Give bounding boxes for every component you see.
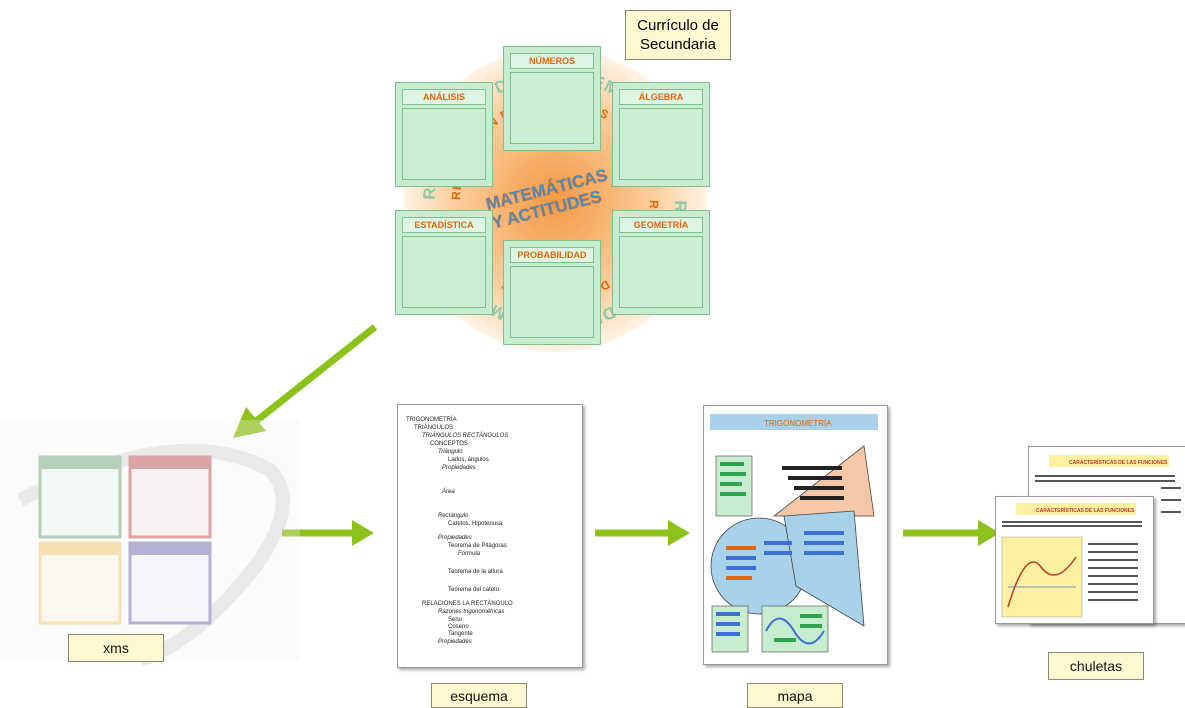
outline-item: Triángulo — [438, 449, 463, 455]
subject-card-probabilidad: PROBABILIDAD — [503, 240, 601, 345]
esquema-document: TRIGONOMETRÍA TRIÁNGULOS TRIÁNGULOS RECT… — [397, 404, 583, 668]
subject-label: GEOMETRÍA — [619, 217, 703, 233]
subject-card-algebra: ÁLGEBRA — [612, 82, 710, 187]
subject-label: ANÁLISIS — [402, 89, 486, 105]
subject-label: ÁLGEBRA — [619, 89, 703, 105]
subject-label: NÚMEROS — [510, 53, 594, 69]
mapa-illustration: TRIGONOMETRÍA — [710, 414, 878, 653]
outline-item: Rectángulo — [438, 513, 469, 519]
label-xms: xms — [68, 634, 164, 662]
title-line1: Currículo de — [637, 17, 719, 34]
outline-item: TRIÁNGULOS RECTÁNGULOS — [422, 433, 509, 439]
subject-label: ESTADÍSTICA — [402, 217, 486, 233]
outline-item: Fórmula — [458, 551, 481, 557]
outline-item: RELACIONES LA RECTÁNGULO — [422, 601, 513, 607]
subject-card-body — [619, 108, 703, 180]
outline-item: Teorema del cateto — [448, 587, 500, 593]
subject-label: PROBABILIDAD — [510, 247, 594, 263]
subject-card-analisis: ANÁLISIS — [395, 82, 493, 187]
arrow-down-left — [233, 324, 378, 438]
outline-item: CONCEPTOS — [430, 441, 468, 447]
outline-item: Propiedades — [438, 535, 472, 541]
label-esquema: esquema — [431, 683, 527, 708]
outline-item: Lados, ángulos — [448, 457, 489, 463]
arrow-esquema-to-mapa — [595, 520, 690, 546]
subject-card-body — [510, 72, 594, 144]
outline-item: Teorema de Pitágoras — [448, 543, 507, 549]
outline-item: Propiedades — [438, 639, 472, 645]
chuleta-front-illustration: CARACTERÍSTICAS DE LAS FUNCIONES — [1001, 503, 1142, 618]
outline-item: TRIGONOMETRÍA — [406, 417, 457, 423]
subject-card-body — [402, 236, 486, 308]
chuleta-front-title: CARACTERÍSTICAS DE LAS FUNCIONES — [1036, 506, 1135, 514]
outline-item: Razones trigonométricas — [438, 609, 505, 615]
title-line2: Secundaria — [640, 36, 716, 53]
outline-item: Propiedades — [442, 465, 476, 471]
xms-graphic — [0, 420, 300, 667]
curriculum-title-box: Currículo de Secundaria — [625, 10, 731, 60]
arrow-xms-to-esquema — [282, 520, 374, 546]
outline-item: Coseno — [448, 624, 469, 630]
outline-item: Teorema de la altura — [448, 569, 503, 575]
mapa-document: TRIGONOMETRÍA — [703, 405, 888, 665]
outline-item: Catetos, Hipotenusa — [448, 521, 503, 527]
outline-item: TRIÁNGULOS — [414, 425, 454, 431]
chuleta-front-page: CARACTERÍSTICAS DE LAS FUNCIONES — [995, 496, 1154, 624]
subject-card-body — [402, 108, 486, 180]
subject-card-body — [619, 236, 703, 308]
chuleta-back-title: CARACTERÍSTICAS DE LAS FUNCIONES — [1069, 458, 1168, 466]
label-chuletas: chuletas — [1048, 652, 1144, 680]
subject-card-numeros: NÚMEROS — [503, 46, 601, 151]
outline-item: Seno — [448, 617, 463, 623]
subject-card-geometria: GEOMETRÍA — [612, 210, 710, 315]
label-mapa: mapa — [747, 683, 843, 708]
outline-item: Área — [442, 489, 455, 495]
map-title: TRIGONOMETRÍA — [764, 419, 832, 428]
outline-item: Tangente — [448, 631, 473, 637]
chuleta-back-illustration: CARACTERÍSTICAS DE LAS FUNCIONES — [1035, 455, 1181, 513]
arrow-mapa-to-chuletas — [903, 520, 1000, 546]
subject-card-body — [510, 266, 594, 338]
subject-card-estadistica: ESTADÍSTICA — [395, 210, 493, 315]
